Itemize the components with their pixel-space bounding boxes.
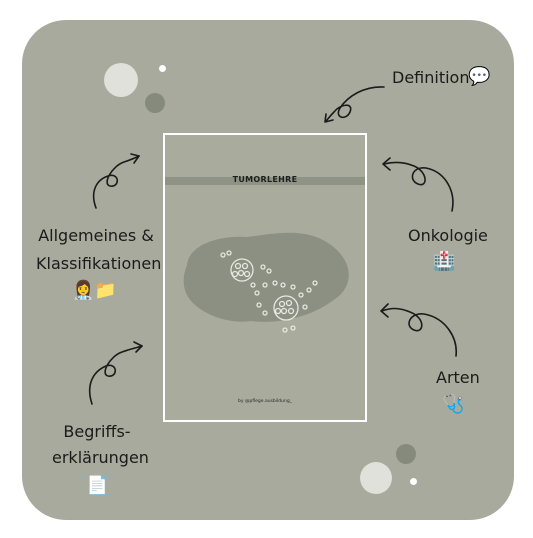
tumor-cell-large-1 <box>230 258 254 282</box>
label-allgemeines-line1: Allgemeines & <box>38 226 154 245</box>
decor-circle-small-top <box>145 93 165 113</box>
tumor-illustration <box>183 232 349 333</box>
cover-credit: by @pflege.ausbildung_ <box>238 399 292 404</box>
hospital-icon: 🏥 <box>433 251 456 272</box>
tumor-cell-large-2 <box>273 295 299 321</box>
label-allgemeines: Allgemeines & Klassifikationen <box>36 226 162 274</box>
label-arten: Arten <box>436 368 480 387</box>
label-definition: Definition <box>392 68 470 87</box>
speech-bubble-icon: 💬 <box>468 66 491 87</box>
decor-circle-large-top <box>104 63 138 97</box>
decor-dot-top <box>159 65 166 72</box>
stethoscope-icon: 🩺 <box>442 394 465 415</box>
label-begriffs-line2: erklärungen <box>52 448 149 467</box>
cover-card: TUMORLEHRE <box>163 133 367 422</box>
label-begriffs: Begriffs- erklärungen <box>52 422 149 468</box>
label-begriffs-line1: Begriffs- <box>63 422 131 441</box>
decor-circle-small-bottom <box>396 444 416 464</box>
document-icon: 📄 <box>86 475 109 496</box>
decor-circle-large-bottom <box>360 462 392 494</box>
label-allgemeines-line2: Klassifikationen <box>36 254 162 273</box>
cover-title: TUMORLEHRE <box>232 175 298 184</box>
title-band <box>165 177 365 185</box>
doctor-icon: 👩‍⚕️ <box>72 280 95 301</box>
folder-icon: 📁 <box>94 280 117 301</box>
label-onkologie: Onkologie <box>408 226 488 245</box>
decor-dot-bottom <box>410 478 417 485</box>
